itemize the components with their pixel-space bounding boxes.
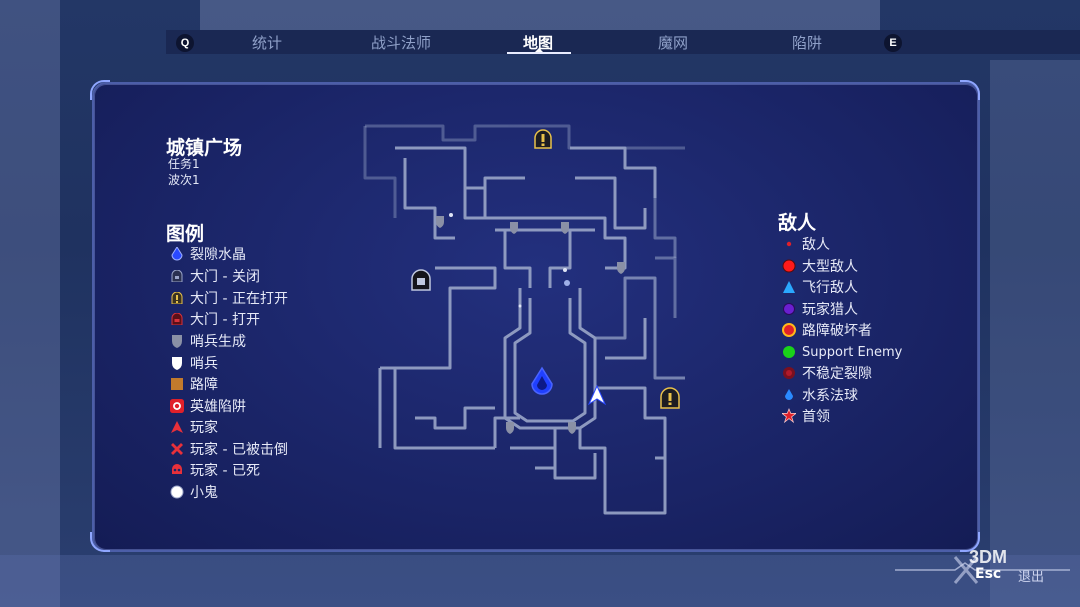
enemy-item-boss: 首领 (782, 407, 830, 425)
panel-corner-br (960, 532, 980, 552)
enemy-item-flying: 飞行敌人 (782, 278, 858, 296)
map-sentry-spawn-marker (436, 216, 444, 228)
legend-item-player-downed: 玩家 - 已被击倒 (170, 440, 288, 458)
gate-closed-icon (170, 269, 184, 283)
hero-trap-icon (170, 399, 184, 413)
legend-item-gate-open: 大门 - 打开 (170, 310, 260, 328)
prev-tab-key-hint[interactable]: Q (176, 34, 194, 52)
enemy-item-support: Support Enemy (782, 343, 902, 361)
gate-open-icon (170, 312, 184, 326)
legend-item-hero-trap: 英雄陷阱 (170, 397, 246, 415)
active-tab-underline (507, 52, 571, 54)
gate-opening-icon (170, 291, 184, 305)
tab-bar (166, 30, 1080, 54)
tab-battle-mage[interactable]: 战斗法师 (371, 34, 432, 52)
tab-ley-line[interactable]: 魔网 (658, 34, 689, 52)
panel-corner-tr (960, 80, 980, 100)
legend-item-player: 玩家 (170, 418, 218, 436)
player-downed-icon (170, 442, 184, 456)
legend-title: 图例 (166, 223, 205, 245)
map-sentry-spawn-marker (617, 262, 625, 274)
map-sentry-spawn-marker (506, 422, 514, 434)
legend-item-sentry-spawn: 哨兵生成 (170, 332, 246, 350)
enemy-item-barricade-breaker: 路障破坏者 (782, 321, 872, 339)
enemy-item-large: 大型敌人 (782, 257, 858, 275)
water-orb-icon (782, 388, 796, 402)
boss-icon (782, 408, 796, 424)
area-title: 城镇广场 (166, 137, 243, 159)
enemy-item-enemy: 敌人 (782, 235, 830, 253)
enemy-icon (782, 237, 796, 251)
sentry-icon (170, 356, 184, 370)
esc-key-label[interactable]: Esc (975, 566, 1002, 582)
legend-item-imp: 小鬼 (170, 483, 218, 501)
map-player-marker (587, 384, 607, 406)
map-panel (92, 82, 980, 552)
next-tab-key-hint[interactable]: E (884, 34, 902, 52)
player-icon (170, 420, 184, 434)
3dm-watermark: 3DM (969, 547, 1008, 567)
unstable-rift-icon (782, 366, 796, 380)
wave-label: 波次1 (168, 173, 200, 187)
legend-item-gate-opening: 大门 - 正在打开 (170, 289, 288, 307)
imp-icon (170, 485, 184, 499)
tab-map[interactable]: 地图 (523, 34, 554, 52)
tab-stats[interactable]: 统计 (252, 34, 283, 52)
active-tab-caret (535, 48, 543, 52)
legend-item-player-dead: 玩家 - 已死 (170, 461, 260, 479)
map-markers (411, 129, 680, 434)
map-sentry-spawn-marker (561, 222, 569, 234)
panel-corner-tl (90, 80, 110, 100)
support-enemy-icon (782, 345, 796, 359)
map-sentry-spawn-marker (510, 222, 518, 234)
panel-corner-bl (90, 532, 110, 552)
enemy-item-player-hunter: 玩家猎人 (782, 300, 858, 318)
legend-item-barricade: 路障 (170, 375, 218, 393)
enemy-item-water-orb: 水系法球 (782, 386, 858, 404)
mission-label: 任务1 (168, 157, 200, 171)
legend-item-gate-closed: 大门 - 关闭 (170, 267, 260, 285)
enemy-item-unstable-rift: 不稳定裂隙 (782, 364, 872, 382)
exit-label[interactable]: 退出 (1018, 570, 1045, 585)
large-enemy-icon (782, 259, 796, 273)
barricade-breaker-icon (782, 323, 796, 337)
legend-item-sentry: 哨兵 (170, 354, 218, 372)
player-hunter-icon (782, 302, 796, 316)
tab-traps[interactable]: 陷阱 (792, 34, 823, 52)
enemy-legend-title: 敌人 (778, 212, 817, 234)
level-map[interactable] (355, 118, 685, 528)
map-sentry-spawn-marker (568, 422, 576, 434)
legend-item-rift-crystal: 裂隙水晶 (170, 245, 246, 263)
barricade-icon (170, 377, 184, 391)
rift-crystal-icon (170, 247, 184, 261)
player-dead-icon (170, 463, 184, 477)
sentry-spawn-icon (170, 334, 184, 348)
esc-prompt[interactable] (895, 545, 1070, 595)
flying-enemy-icon (782, 280, 796, 294)
